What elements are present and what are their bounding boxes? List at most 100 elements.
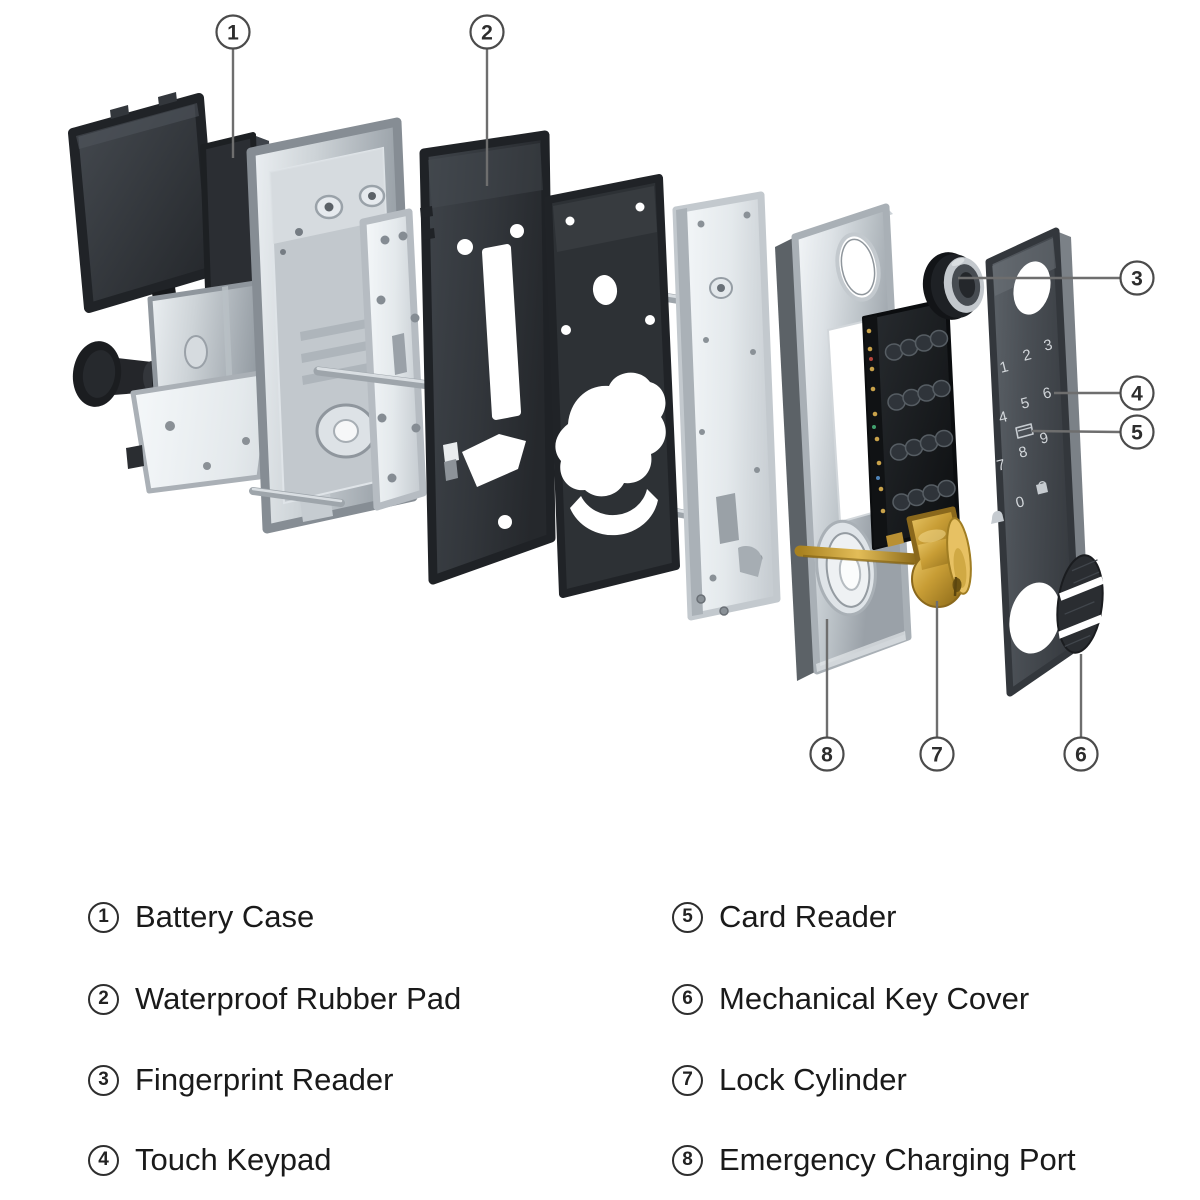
battery-cover-edge-highlight bbox=[76, 103, 199, 149]
gasket-hole bbox=[561, 325, 571, 335]
legend-label: Card Reader bbox=[719, 899, 897, 934]
gasket-hole bbox=[635, 202, 645, 212]
inner-silver-plate-part bbox=[672, 191, 781, 621]
battery-cover-part bbox=[68, 92, 218, 313]
callouts: 1 2 3 4 5 6 7 8 bbox=[215, 14, 1155, 772]
plate-cutout bbox=[716, 493, 739, 544]
bracket-hole bbox=[398, 231, 408, 241]
lock-exploded-diagram: 1 2 3 4 5 6 7 8 9 0 bbox=[68, 14, 1155, 772]
keypad-digit: 6 bbox=[1041, 384, 1053, 403]
legend-label: Fingerprint Reader bbox=[135, 1062, 394, 1097]
legend-item-waterproof-rubber-pad: 2 Waterproof Rubber Pad bbox=[88, 977, 461, 1021]
callout-6: 6 bbox=[1063, 736, 1099, 772]
pad-hole bbox=[457, 239, 473, 255]
connecting-rods-left bbox=[249, 366, 442, 507]
bracket-hole bbox=[165, 421, 175, 431]
legend-label: Waterproof Rubber Pad bbox=[135, 981, 462, 1016]
callout-8: 8 bbox=[809, 736, 845, 772]
pad-hole bbox=[510, 224, 524, 238]
cylinder-tail-bar bbox=[794, 545, 922, 566]
plate-screw bbox=[719, 606, 729, 616]
gasket-hole bbox=[645, 315, 655, 325]
keypad-digit: 1 bbox=[998, 358, 1010, 377]
key-cover-slit bbox=[1059, 576, 1104, 601]
bracket-slot bbox=[392, 333, 407, 375]
callout-3: 3 bbox=[1119, 260, 1155, 296]
waterproof-rubber-pad-part bbox=[419, 130, 556, 585]
legend-num-circle: 4 bbox=[88, 1144, 119, 1176]
callout-3-num: 3 bbox=[1131, 268, 1143, 291]
body-hole bbox=[280, 249, 286, 255]
keypad-digit: 2 bbox=[1021, 346, 1033, 365]
callout-2: 2 bbox=[469, 14, 505, 50]
callout-5-num: 5 bbox=[1131, 422, 1143, 445]
bracket-hole bbox=[411, 423, 421, 433]
plate-cutout bbox=[738, 545, 762, 577]
keypad-keyhole bbox=[1009, 582, 1061, 654]
legend-item-mechanical-key-cover: 6 Mechanical Key Cover bbox=[672, 977, 1029, 1021]
plate-screw bbox=[696, 594, 706, 604]
key-cover-slit bbox=[1058, 614, 1102, 639]
callout-7: 7 bbox=[919, 736, 955, 772]
plate-hole bbox=[703, 337, 709, 343]
plate-hole bbox=[699, 429, 705, 435]
legend-num-circle: 7 bbox=[672, 1064, 703, 1096]
legend-num-circle: 1 bbox=[88, 901, 119, 933]
plate-hole bbox=[754, 467, 760, 473]
mortise-bracket-part bbox=[359, 208, 427, 511]
callout-4: 4 bbox=[1119, 375, 1155, 411]
keypad-digit: 9 bbox=[1038, 429, 1050, 448]
legend-label: Emergency Charging Port bbox=[719, 1142, 1076, 1177]
plate-hole bbox=[750, 349, 756, 355]
legend-num-circle: 5 bbox=[672, 901, 703, 933]
legend-label: Mechanical Key Cover bbox=[719, 981, 1030, 1016]
callout-6-num: 6 bbox=[1075, 744, 1087, 767]
touch-pad-grid bbox=[884, 329, 956, 511]
battery-cover-tab bbox=[158, 92, 177, 106]
leader-lines bbox=[231, 49, 1121, 737]
legend-item-battery-case: 1 Battery Case bbox=[88, 895, 314, 939]
keypad-digit: 5 bbox=[1019, 394, 1031, 413]
keypad-digit: 3 bbox=[1042, 336, 1054, 355]
keypad-digit: 4 bbox=[997, 408, 1009, 427]
bracket-hole bbox=[410, 313, 420, 323]
pad-clip-tab bbox=[444, 459, 458, 481]
callout-5: 5 bbox=[1119, 414, 1155, 450]
charging-port-edge bbox=[816, 631, 906, 672]
keypad-digits: 1 2 3 4 5 6 7 8 9 0 bbox=[995, 336, 1054, 512]
legend-item-lock-cylinder: 7 Lock Cylinder bbox=[672, 1058, 907, 1102]
pad-cutout bbox=[462, 434, 526, 487]
pad-clip bbox=[443, 442, 459, 463]
bracket-clip bbox=[126, 445, 144, 469]
pad-pin bbox=[422, 228, 435, 240]
callout-2-num: 2 bbox=[481, 22, 493, 45]
lock-cylinder-part bbox=[906, 506, 972, 608]
legend-num-circle: 8 bbox=[672, 1144, 703, 1176]
keypad-digit: 0 bbox=[1014, 493, 1026, 512]
battery-cover-tab bbox=[110, 105, 129, 119]
legend-item-card-reader: 5 Card Reader bbox=[672, 895, 896, 939]
pcb-connector bbox=[886, 532, 904, 547]
callout-1-num: 1 bbox=[227, 22, 239, 45]
bracket-hole bbox=[377, 413, 387, 423]
legend-num-circle: 2 bbox=[88, 983, 119, 1015]
card-icon bbox=[1015, 423, 1034, 439]
callout-1: 1 bbox=[215, 14, 251, 50]
callout-8-num: 8 bbox=[821, 744, 833, 767]
gasket-plate-part bbox=[544, 174, 680, 598]
plate-hole bbox=[697, 220, 705, 228]
motor-cylinder bbox=[184, 335, 208, 369]
gasket-hole bbox=[565, 216, 575, 226]
legend-num-circle: 3 bbox=[88, 1064, 119, 1096]
keypad-digit: 7 bbox=[995, 456, 1007, 475]
callout-4-num: 4 bbox=[1131, 383, 1143, 406]
gasket-hole bbox=[592, 275, 618, 305]
bracket-hole bbox=[242, 437, 250, 445]
bracket-hole bbox=[203, 462, 211, 470]
touch-keypad-panel-part: 1 2 3 4 5 6 7 8 9 0 bbox=[985, 227, 1089, 697]
legend-label: Battery Case bbox=[135, 899, 315, 934]
pcb-components bbox=[866, 328, 886, 514]
mechanical-key-cover-part bbox=[1056, 554, 1104, 654]
gasket-crescent bbox=[570, 489, 658, 536]
legend-label: Touch Keypad bbox=[135, 1142, 332, 1177]
